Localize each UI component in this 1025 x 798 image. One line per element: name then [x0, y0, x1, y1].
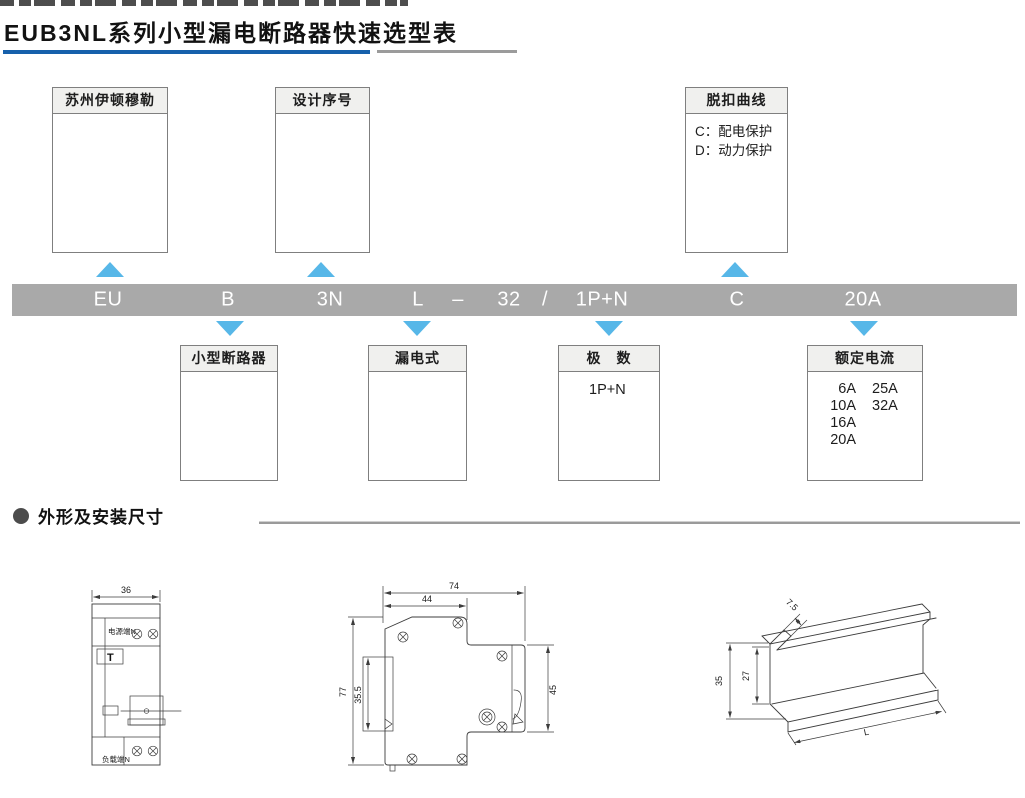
- model-segment-l: L: [412, 288, 424, 311]
- dim-depth-44: 44: [422, 594, 432, 604]
- trip-curve-option-d: D：动力保护: [695, 143, 773, 158]
- trip-curve-option-c: C：配电保护: [695, 124, 773, 139]
- model-segment-slash: /: [541, 288, 549, 311]
- rated-current-empty: [872, 415, 914, 432]
- screw-icon: [496, 650, 508, 662]
- model-segment-dash: –: [452, 288, 464, 311]
- dim-front-45: 45: [548, 685, 558, 695]
- callout-rated-current-title: 额定电流: [808, 346, 922, 372]
- rated-current-value: 16A: [830, 415, 856, 431]
- arrow-down-icon: [595, 321, 623, 336]
- screw-icon: [481, 711, 493, 723]
- callout-brand-title: 苏州伊顿穆勒: [53, 88, 167, 114]
- cropped-text-remnant: [0, 0, 408, 6]
- section-title: 外形及安装尺寸: [38, 508, 164, 527]
- model-segment-1pn: 1P+N: [575, 288, 629, 311]
- callout-brand-body: [53, 114, 167, 122]
- arrow-down-icon: [216, 321, 244, 336]
- top-terminal-label: 电源端N: [108, 626, 136, 636]
- toggle-switch: [129, 695, 164, 726]
- screw-icon: [406, 753, 418, 765]
- model-segment-20a: 20A: [844, 288, 882, 311]
- screw-icon: [131, 745, 143, 757]
- page-title: EUB3NL系列小型漏电断路器快速选型表: [4, 20, 459, 46]
- dim-rail-height-35: 35: [714, 676, 724, 686]
- dim-length-l: L: [863, 727, 870, 738]
- screw-icon: [496, 721, 508, 733]
- model-code-bar: EU B 3N L – 32 / 1P+N C 20A: [12, 284, 1017, 316]
- arrow-up-icon: [96, 262, 124, 277]
- front-view-drawing: 36 电源端N T 负载端N: [91, 585, 182, 766]
- callout-leakage-type-title: 漏电式: [369, 346, 466, 372]
- callout-mcb: 小型断路器: [180, 345, 278, 481]
- callout-mcb-title: 小型断路器: [181, 346, 277, 372]
- section-bullet-icon: [13, 508, 29, 524]
- rated-current-value: 6A: [838, 381, 856, 397]
- dim-height-77: 77: [338, 687, 348, 697]
- callout-trip-curve-body: C：配电保护 D：动力保护: [686, 114, 787, 160]
- screw-icon: [147, 628, 159, 640]
- callout-rated-current: 额定电流 6A 25A 10A 32A 16A 20A: [807, 345, 923, 481]
- toggle-lever: [512, 689, 522, 720]
- test-button-label: T: [107, 652, 114, 664]
- arrow-up-icon: [721, 262, 749, 277]
- callout-trip-curve-title: 脱扣曲线: [686, 88, 787, 114]
- rated-current-value: 20A: [830, 432, 856, 448]
- callout-poles-title: 极 数: [559, 346, 659, 372]
- side-view-drawing: 74 44 77 35.5 45: [338, 581, 558, 772]
- dim-depth-74: 74: [449, 581, 459, 591]
- section-divider: [259, 521, 1020, 524]
- callout-design-series-body: [276, 114, 369, 122]
- model-segment-b: B: [221, 288, 235, 311]
- dim-lip-7-5: 7.5: [784, 597, 800, 613]
- rated-current-value: 32A: [872, 398, 898, 414]
- model-segment-eu: EU: [93, 288, 123, 311]
- screw-icon: [456, 753, 468, 765]
- dim-width-36: 36: [121, 585, 131, 595]
- rated-current-value: 10A: [830, 398, 856, 414]
- rated-current-value: 25A: [872, 381, 898, 397]
- arrow-up-icon: [307, 262, 335, 277]
- callout-design-series: 设计序号: [275, 87, 370, 253]
- screw-icon: [147, 745, 159, 757]
- din-rail-drawing: 7.5 35 27 L: [714, 597, 947, 746]
- dim-web-height-27: 27: [741, 671, 751, 681]
- callout-mcb-body: [181, 372, 277, 380]
- model-segment-32: 32: [497, 288, 521, 311]
- title-underline-blue: [3, 50, 370, 54]
- model-segment-3n: 3N: [316, 288, 344, 311]
- arrow-down-icon: [850, 321, 878, 336]
- rated-current-list: 6A 25A 10A 32A 16A 20A: [808, 372, 922, 449]
- dim-recess-35-5: 35.5: [353, 686, 363, 704]
- model-segment-c: C: [729, 288, 745, 311]
- callout-trip-curve: 脱扣曲线 C：配电保护 D：动力保护: [685, 87, 788, 253]
- callout-design-series-title: 设计序号: [276, 88, 369, 114]
- bottom-terminal-label: 负载端N: [102, 754, 130, 764]
- poles-value: 1P+N: [589, 382, 626, 398]
- rated-current-empty: [872, 432, 914, 449]
- callout-leakage-type-body: [369, 372, 466, 380]
- arrow-down-icon: [403, 321, 431, 336]
- callout-brand: 苏州伊顿穆勒: [52, 87, 168, 253]
- screw-icon: [452, 617, 464, 629]
- test-button: [96, 648, 124, 665]
- callout-poles: 极 数 1P+N: [558, 345, 660, 481]
- callout-leakage-type: 漏电式: [368, 345, 467, 481]
- title-underline-gray: [377, 50, 517, 53]
- screw-icon: [397, 631, 409, 643]
